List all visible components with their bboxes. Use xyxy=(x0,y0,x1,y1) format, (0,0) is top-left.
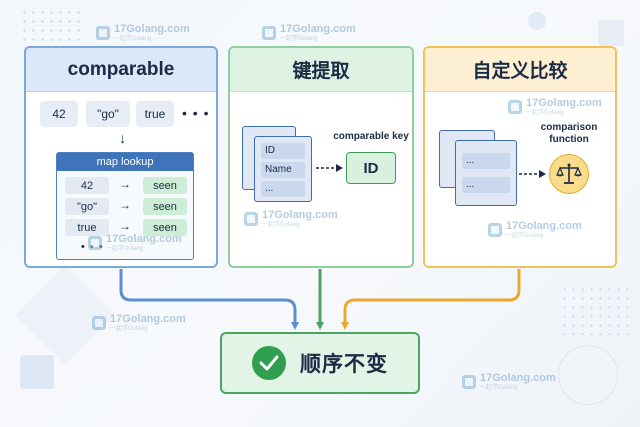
watermark-subtext: 一起学Golang xyxy=(106,246,144,252)
map-key: "go" xyxy=(65,198,109,215)
decorative-square xyxy=(20,355,54,389)
watermark-logo-icon xyxy=(92,316,106,330)
balance-scale-icon xyxy=(549,154,589,194)
watermark-subtext: 一起学Golang xyxy=(526,110,564,116)
panel-comparable: comparable 42 "go" true • • • ↓ map look… xyxy=(24,46,218,268)
watermark-logo-icon xyxy=(462,375,476,389)
decorative-circle xyxy=(528,12,546,30)
watermark-text: 17Golang.com xyxy=(106,233,182,245)
connector-comparable xyxy=(119,269,299,330)
struct-field: ... xyxy=(261,181,305,197)
watermark-logo-icon xyxy=(244,212,258,226)
panel-title: 键提取 xyxy=(230,48,412,92)
item-card: ... ... xyxy=(455,140,517,206)
decorative-dots xyxy=(20,8,80,48)
map-value: seen xyxy=(143,198,187,215)
watermark-logo-icon xyxy=(88,236,102,250)
value-chip: "go" xyxy=(86,101,130,127)
watermark-logo-icon xyxy=(508,100,522,114)
right-arrow-icon: → xyxy=(119,219,131,233)
decorative-dots xyxy=(560,285,630,335)
caption-comparison: comparison xyxy=(540,122,598,133)
panel-title: comparable xyxy=(26,48,216,92)
down-arrow-icon: ↓ xyxy=(119,130,127,146)
decorative-square xyxy=(598,20,624,46)
right-arrow-icon: → xyxy=(119,198,131,212)
panel-key-extraction: 键提取 ID Name ... comparable key ID xyxy=(228,46,414,268)
ellipsis: • • • xyxy=(182,105,210,121)
value-chip: 42 xyxy=(40,101,78,127)
caption-comparable-key: comparable key xyxy=(333,131,409,142)
panel-title: 自定义比较 xyxy=(425,48,615,92)
watermark-subtext: 一起学Golang xyxy=(114,36,152,42)
item-line: ... xyxy=(462,153,510,169)
map-key: true xyxy=(65,219,109,236)
watermark-subtext: 一起学Golang xyxy=(262,222,300,228)
map-key: 42 xyxy=(65,177,109,194)
result-label: 顺序不变 xyxy=(300,353,388,376)
key-box: ID xyxy=(346,152,396,184)
watermark-subtext: 一起学Golang xyxy=(506,233,544,239)
result-box: 顺序不变 xyxy=(220,332,420,394)
map-lookup-title: map lookup xyxy=(57,153,193,171)
watermark-subtext: 一起学Golang xyxy=(280,36,318,42)
struct-card: ID Name ... xyxy=(254,136,312,202)
watermark-subtext: 一起学Golang xyxy=(480,385,518,391)
caption-function: function xyxy=(549,134,589,145)
map-row: "go" → seen xyxy=(57,198,195,216)
decorative-circle xyxy=(558,345,618,405)
watermark-text: 17Golang.com xyxy=(526,97,602,109)
watermark-logo-icon xyxy=(96,26,110,40)
watermark-text: 17Golang.com xyxy=(480,372,556,384)
watermark-text: 17Golang.com xyxy=(506,220,582,232)
dashed-arrow xyxy=(316,164,343,172)
dashed-arrow xyxy=(519,170,546,178)
connector-custom xyxy=(341,269,521,330)
watermark-text: 17Golang.com xyxy=(114,23,190,35)
watermark-logo-icon xyxy=(262,26,276,40)
map-value: seen xyxy=(143,219,187,236)
map-value: seen xyxy=(143,177,187,194)
watermark-logo-icon xyxy=(488,223,502,237)
right-arrow-icon: → xyxy=(119,177,131,191)
panel-custom-comparison: 自定义比较 ... ... comparison function xyxy=(423,46,617,268)
watermark-text: 17Golang.com xyxy=(262,209,338,221)
watermark-text: 17Golang.com xyxy=(280,23,356,35)
struct-field: Name xyxy=(261,162,305,178)
map-row: 42 → seen xyxy=(57,177,195,195)
item-line: ... xyxy=(462,177,510,193)
value-chip: true xyxy=(136,101,174,127)
struct-field: ID xyxy=(261,143,305,159)
watermark-subtext: 一起学Golang xyxy=(110,326,148,332)
check-icon xyxy=(252,346,286,380)
map-row: true → seen xyxy=(57,219,195,237)
map-lookup: map lookup 42 → seen "go" → seen true → … xyxy=(56,152,194,260)
watermark-text: 17Golang.com xyxy=(110,313,186,325)
